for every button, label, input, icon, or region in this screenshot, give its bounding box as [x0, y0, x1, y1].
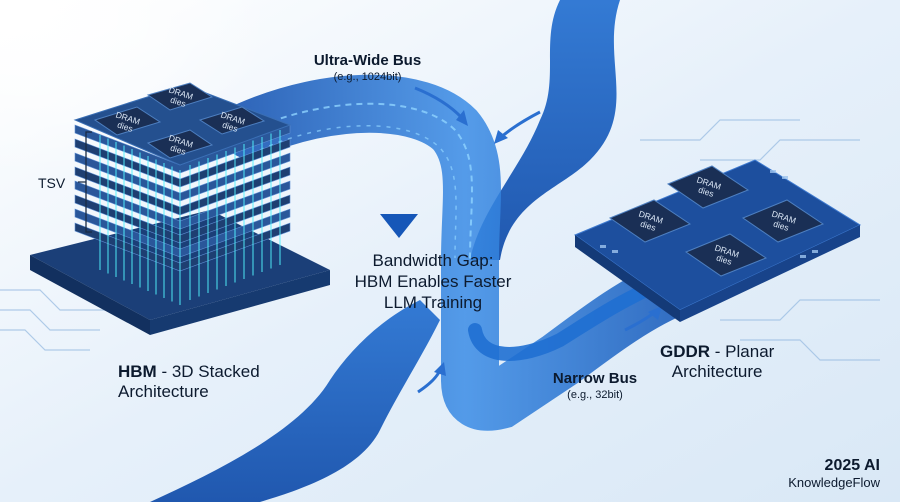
hbm-top-dies — [93, 82, 266, 159]
narrow-bus-label: Narrow Bus (e.g., 32bit) — [540, 370, 650, 401]
bandwidth-gap-caption: Bandwidth Gap: HBM Enables Faster LLM Tr… — [348, 250, 518, 313]
ultra-bus-arrow — [414, 86, 464, 120]
hbm-title-rest: - 3D Stacked — [156, 362, 260, 381]
ultra-wide-bus-label: Ultra-Wide Bus (e.g., 1024bit) — [300, 52, 435, 83]
top-right-flow — [470, 0, 620, 260]
narrow-bus-example: (e.g., 32bit) — [567, 389, 623, 401]
circuit-traces — [0, 119, 880, 361]
hbm-title-line2: Architecture — [118, 382, 209, 401]
hbm-stack — [30, 82, 330, 335]
bottom-left-flow — [150, 300, 440, 502]
brand-name: KnowledgeFlow — [788, 475, 880, 490]
hbm-name: HBM — [118, 362, 157, 381]
hbm-architecture-title: HBM - 3D Stacked Architecture — [118, 362, 260, 402]
gddr-title-rest: - Planar — [710, 342, 775, 361]
caption-line-3: LLM Training — [383, 293, 483, 312]
narrow-bus-name: Narrow Bus — [552, 370, 638, 387]
tsv-bracket — [78, 131, 92, 233]
ultra-wide-bus-example: (e.g., 1024bit) — [333, 71, 402, 83]
gddr-architecture-title: GDDR - Planar Architecture — [660, 342, 774, 382]
caption-line-2: HBM Enables Faster — [354, 272, 512, 291]
brand-year: 2025 AI — [824, 457, 880, 474]
gddr-name: GDDR — [660, 342, 711, 361]
caption-line-1: Bandwidth Gap: — [372, 251, 494, 270]
hbm-top-layer — [73, 84, 292, 166]
tsv-label: TSV — [38, 175, 66, 191]
down-arrow-head — [380, 214, 418, 238]
branding: 2025 AI KnowledgeFlow — [788, 457, 880, 490]
gddr-title-line2: Architecture — [671, 362, 763, 381]
ultra-wide-bus-name: Ultra-Wide Bus — [313, 52, 422, 69]
gddr-board — [573, 159, 862, 322]
